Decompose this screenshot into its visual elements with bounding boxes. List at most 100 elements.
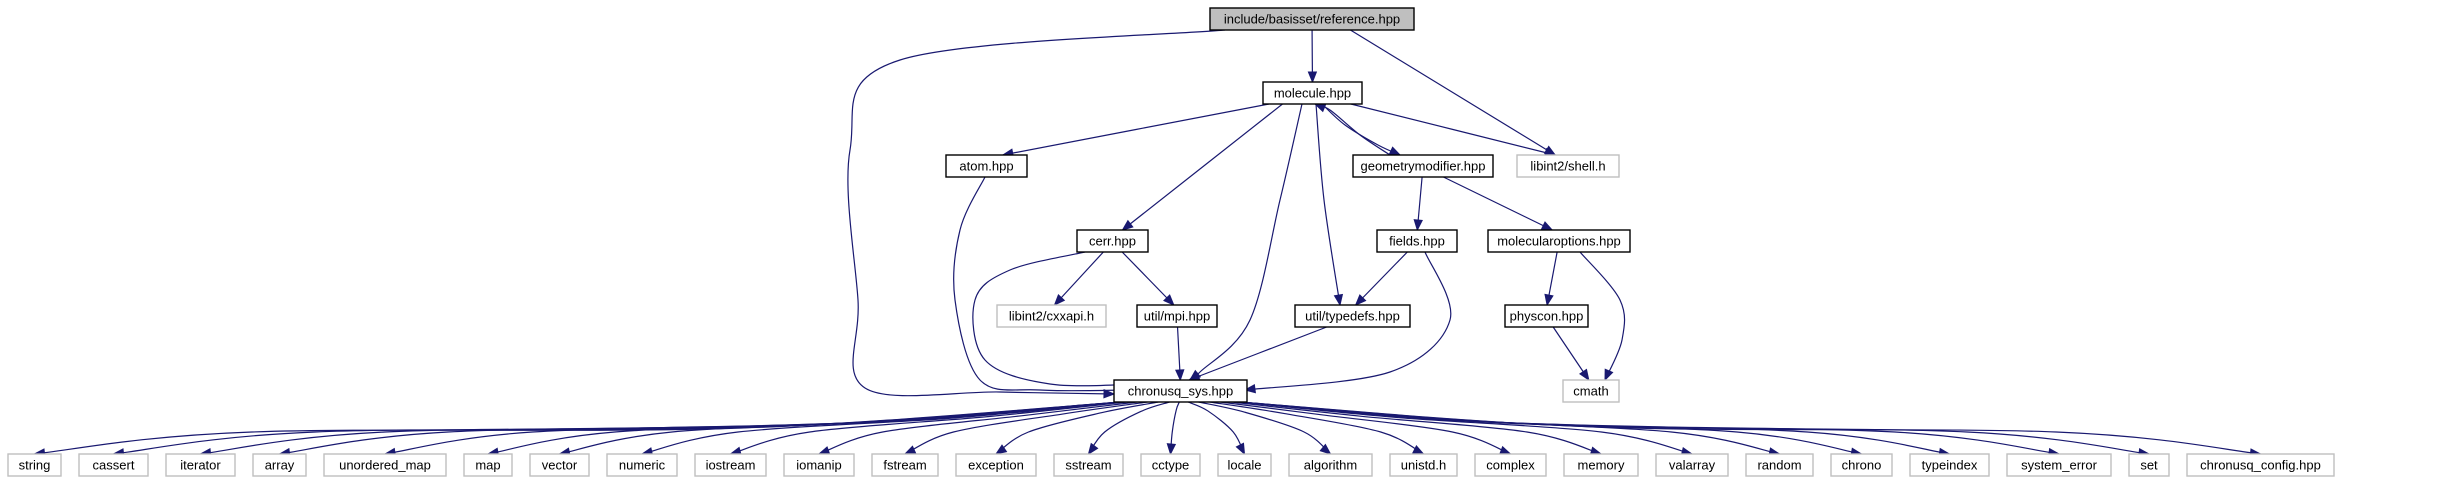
node-label: chrono [1842,458,1882,473]
edge-molecularoptions-to-cmath [1579,251,1626,382]
node-box[interactable] [955,453,1037,477]
node-box[interactable] [165,453,236,477]
node-vector[interactable]: vector [529,453,590,477]
node-random[interactable]: random [1745,453,1814,477]
node-molecularoptions[interactable]: molecularoptions.hpp [1487,229,1631,253]
node-complex[interactable]: complex [1474,453,1547,477]
node-box[interactable] [78,453,149,477]
node-fields[interactable]: fields.hpp [1376,229,1458,253]
node-label: memory [1578,458,1625,473]
node-cassert[interactable]: cassert [78,453,149,477]
node-box[interactable] [606,453,678,477]
node-box[interactable] [529,453,590,477]
edge-line [1088,401,1170,455]
node-cerr[interactable]: cerr.hpp [1076,229,1149,253]
node-box[interactable] [2128,453,2170,477]
node-fstream[interactable]: fstream [871,453,939,477]
node-box[interactable] [7,453,62,477]
node-reference[interactable]: include/basisset/reference.hpp [1209,7,1415,31]
node-box[interactable] [1113,379,1248,403]
node-chronusq_config[interactable]: chronusq_config.hpp [2186,453,2335,477]
node-box[interactable] [1504,304,1589,328]
node-box[interactable] [1352,154,1494,178]
node-cctype[interactable]: cctype [1140,453,1201,477]
node-box[interactable] [1217,453,1272,477]
node-system_error[interactable]: system_error [2006,453,2112,477]
edge-fields-to-typedefs [1354,251,1408,306]
node-box[interactable] [1516,154,1620,178]
node-molecule[interactable]: molecule.hpp [1262,81,1363,105]
node-physcon[interactable]: physcon.hpp [1504,304,1589,328]
node-box[interactable] [1562,379,1620,403]
edge-arrowhead [1163,294,1175,306]
node-valarray[interactable]: valarray [1655,453,1729,477]
node-atom[interactable]: atom.hpp [945,154,1028,178]
node-box[interactable] [1563,453,1639,477]
node-libint_shell[interactable]: libint2/shell.h [1516,154,1620,178]
node-geometrymodifier[interactable]: geometrymodifier.hpp [1352,154,1494,178]
node-label: complex [1486,458,1535,473]
node-typedefs[interactable]: util/typedefs.hpp [1294,304,1411,328]
edge-arrowhead [1604,368,1614,382]
node-numeric[interactable]: numeric [606,453,678,477]
node-box[interactable] [1376,229,1458,253]
node-box[interactable] [1487,229,1631,253]
node-box[interactable] [1140,453,1201,477]
node-algorithm[interactable]: algorithm [1288,453,1373,477]
node-chrono[interactable]: chrono [1830,453,1893,477]
node-box[interactable] [2186,453,2335,477]
node-unordered_map[interactable]: unordered_map [323,453,447,477]
node-typeindex[interactable]: typeindex [1909,453,1990,477]
node-array[interactable]: array [252,453,307,477]
node-label: system_error [2021,458,2098,473]
node-iostream[interactable]: iostream [694,453,767,477]
edge-arrowhead [1319,443,1332,455]
node-string[interactable]: string [7,453,62,477]
node-box[interactable] [1288,453,1373,477]
node-label: chronusq_config.hpp [2200,458,2321,473]
edge-molecule-to-typedefs [1315,103,1344,307]
node-box[interactable] [323,453,447,477]
node-box[interactable] [1830,453,1893,477]
node-box[interactable] [1655,453,1729,477]
node-box[interactable] [945,154,1028,178]
node-cmath[interactable]: cmath [1562,379,1620,403]
node-box[interactable] [783,453,855,477]
node-box[interactable] [1053,453,1124,477]
edge-line [972,251,1141,387]
node-unistd[interactable]: unistd.h [1389,453,1458,477]
node-box[interactable] [871,453,939,477]
node-box[interactable] [1294,304,1411,328]
node-box[interactable] [1209,7,1415,31]
node-mpi[interactable]: util/mpi.hpp [1136,304,1218,328]
node-memory[interactable]: memory [1563,453,1639,477]
node-box[interactable] [252,453,307,477]
node-map[interactable]: map [463,453,513,477]
node-box[interactable] [694,453,767,477]
node-label: typeindex [1922,458,1978,473]
node-chronusq_sys[interactable]: chronusq_sys.hpp [1113,379,1248,403]
node-sstream[interactable]: sstream [1053,453,1124,477]
edge-molecule-to-geometrymodifier [1321,103,1402,156]
node-iterator[interactable]: iterator [165,453,236,477]
node-set[interactable]: set [2128,453,2170,477]
node-box[interactable] [1745,453,1814,477]
node-iomanip[interactable]: iomanip [783,453,855,477]
node-box[interactable] [1136,304,1218,328]
edge-chronusq_sys-to-algorithm [1198,401,1332,455]
edge-chronusq_sys-to-cctype [1166,401,1180,456]
edge-chronusq_sys-to-cassert [112,401,1123,458]
node-box[interactable] [463,453,513,477]
node-label: locale [1228,458,1262,473]
node-box[interactable] [1389,453,1458,477]
edge-line [1209,401,1424,455]
node-exception[interactable]: exception [955,453,1037,477]
node-box[interactable] [1474,453,1547,477]
node-locale[interactable]: locale [1217,453,1272,477]
node-libint_cxxapi[interactable]: libint2/cxxapi.h [996,304,1107,328]
node-box[interactable] [1076,229,1149,253]
node-box[interactable] [1262,81,1363,105]
node-box[interactable] [2006,453,2112,477]
node-box[interactable] [1909,453,1990,477]
node-box[interactable] [996,304,1107,328]
